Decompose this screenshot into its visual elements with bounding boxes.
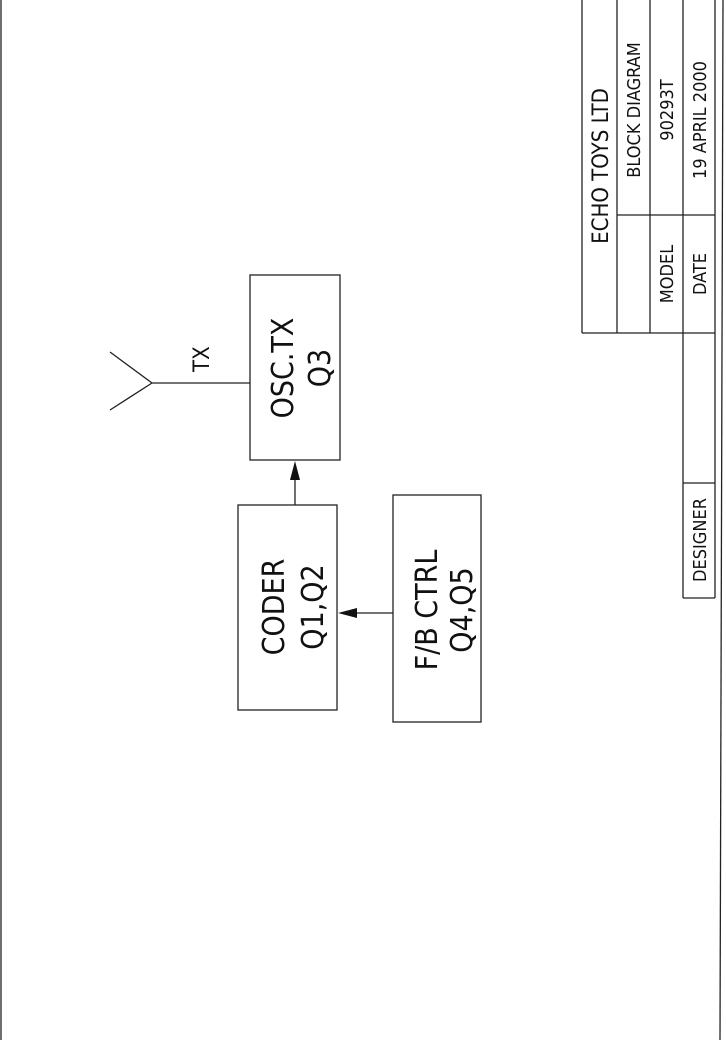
date-label: DATE <box>690 253 711 295</box>
coder-to-osc-arrow <box>290 461 300 505</box>
coder-block: CODER Q1,Q2 <box>237 504 338 711</box>
osc-block-sub: Q3 <box>303 349 338 387</box>
coder-block-sub: Q1,Q2 <box>296 564 331 649</box>
antenna-icon <box>109 351 250 411</box>
drawing-title: BLOCK DIAGRAM <box>624 42 645 177</box>
antenna-label: TX <box>190 346 215 373</box>
designer-label: DESIGNER <box>690 498 711 582</box>
osc-block-title: OSC.TX <box>266 318 301 419</box>
date-value: 19 APRIL 2000 <box>690 61 711 179</box>
model-value: 90293T <box>657 79 678 141</box>
title-block: ECHO TOYS LTD BLOCK DIAGRAM MODEL 90293T… <box>581 0 724 1040</box>
company-name: ECHO TOYS LTD <box>589 88 614 244</box>
model-label: MODEL <box>657 245 678 303</box>
coder-block-title: CODER <box>257 559 292 656</box>
fb-ctrl-block: F/B CTRL Q4,Q5 <box>392 494 482 723</box>
fb-to-coder-arrow <box>338 608 393 618</box>
osc-tx-block: OSC.TX Q3 <box>249 274 341 461</box>
fb-block-sub: Q4,Q5 <box>445 567 480 652</box>
fb-block-title: F/B CTRL <box>410 550 445 671</box>
